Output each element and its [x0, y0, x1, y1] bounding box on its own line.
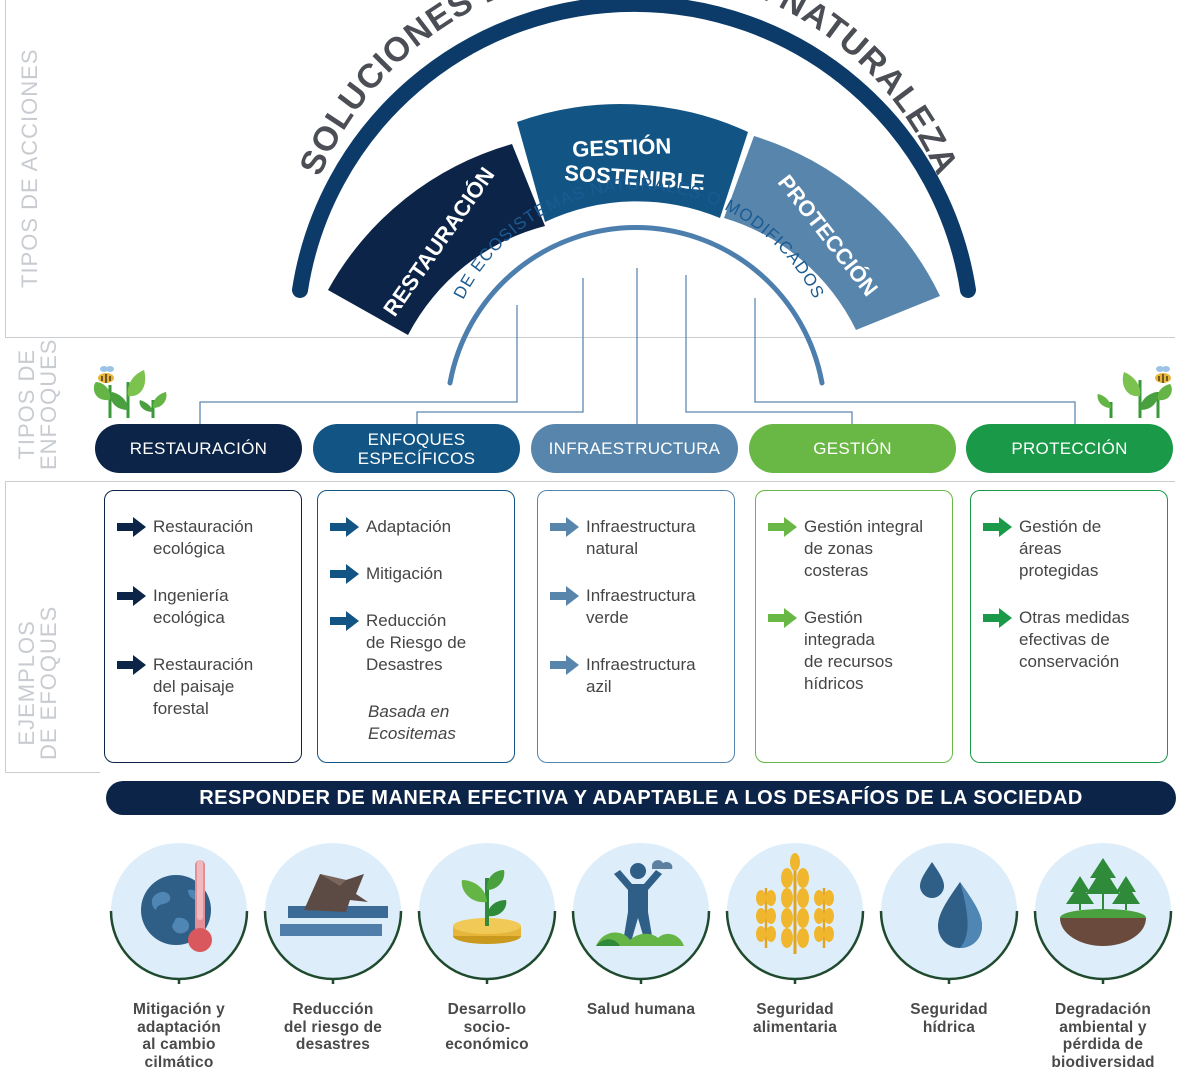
examples-box-infraestructura: Infraestructura natural Infraestructura …	[537, 490, 735, 763]
arrow-right-icon	[550, 655, 579, 675]
arrow-right-icon	[768, 517, 797, 537]
separator-approaches	[5, 481, 1175, 482]
challenge-health: Salud humana	[568, 838, 714, 1078]
person-icon	[571, 843, 711, 984]
example-text: Restauración del paisaje forestal	[153, 655, 254, 718]
challenge-climate: Mitigación y adaptación al cambio cilmát…	[106, 838, 252, 1078]
arrow-right-icon	[117, 655, 146, 675]
globe-thermometer-icon	[109, 843, 249, 984]
plant-bee-right-icon	[1097, 366, 1172, 418]
examples-box-enfoques-especificos: Adaptación Mitigación Reducción de Riesg…	[317, 490, 515, 763]
example-text: Infraestructura natural	[586, 517, 696, 558]
actions-bracket	[5, 0, 6, 338]
example-text: Mitigación	[366, 564, 443, 583]
side-label-examples: EJEMPLOS DE EFOQUES	[14, 605, 61, 760]
example-text: Gestión integral de zonas costeras	[804, 517, 924, 580]
disaster-icon	[263, 843, 403, 984]
example-item: Infraestructura verde	[550, 585, 696, 629]
banner-text: RESPONDER DE MANERA EFECTIVA Y ADAPTABLE…	[199, 786, 1083, 809]
challenge-socioeconomic: Desarrollo socio- económico	[414, 838, 560, 1078]
example-text: Otras medidas efectivas de conservación	[1019, 608, 1130, 671]
arrow-right-icon	[117, 586, 146, 606]
category-label: RESTAURACIÓN	[129, 439, 268, 458]
arrow-right-icon	[550, 517, 579, 537]
example-item: Adaptación	[330, 516, 451, 538]
arrow-right-icon	[330, 611, 359, 631]
segment-proteccion	[724, 136, 940, 330]
challenge-food: Seguridad alimentaria	[722, 838, 868, 1078]
nbs-arc-diagram: SOLUCIONES BASADAS EN LA NATURALEZA REST…	[93, 0, 1172, 424]
example-item: Gestión de áreas protegidas	[983, 516, 1101, 582]
arrow-right-icon	[768, 608, 797, 628]
example-item: Infraestructura azil	[550, 654, 696, 698]
arrow-right-icon	[983, 517, 1012, 537]
arrow-right-icon	[330, 517, 359, 537]
example-item: Gestión integrada de recursos hídricos	[768, 607, 893, 695]
example-item: Ingeniería ecológica	[117, 585, 229, 629]
segment-gestion-sostenible	[517, 103, 748, 222]
example-text: Ingeniería ecológica	[153, 586, 229, 627]
category-enfoques-especificos: ENFOQUES ESPECÍFICOS	[313, 424, 520, 473]
example-text: Restauración ecológica	[153, 517, 254, 558]
separator-examples	[5, 772, 100, 773]
segment-label-gestion: GESTIÓN	[572, 133, 672, 161]
category-label: GESTIÓN	[813, 439, 892, 458]
category-label: INFRAESTRUCTURA	[548, 439, 721, 458]
challenge-label: Reducción del riesgo de desastres	[283, 1001, 383, 1053]
example-text: Gestión de áreas protegidas	[1019, 517, 1102, 580]
segment-restauracion	[328, 144, 545, 335]
examples-box-proteccion: Gestión de áreas protegidas Otras medida…	[970, 490, 1168, 763]
example-text: Reducción de Riesgo de Desastres	[366, 611, 467, 674]
separator-actions	[5, 337, 1175, 338]
sprout-coins-icon	[417, 843, 557, 984]
category-proteccion: PROTECCIÓN	[966, 424, 1173, 473]
example-item: Reducción de Riesgo de Desastres	[330, 610, 466, 676]
side-label-examples-line2: DE EFOQUES	[36, 605, 61, 760]
society-challenges-banner: RESPONDER DE MANERA EFECTIVA Y ADAPTABLE…	[106, 781, 1176, 815]
category-label-line2: ESPECÍFICOS	[357, 448, 476, 468]
arrow-right-icon	[550, 586, 579, 606]
challenge-label: Seguridad hídrica	[910, 1001, 988, 1036]
arrow-right-icon	[983, 608, 1012, 628]
challenge-label: Mitigación y adaptación al cambio cilmát…	[133, 1001, 225, 1071]
challenge-label: Seguridad alimentaria	[752, 1001, 838, 1036]
plant-bee-left-icon	[93, 366, 167, 418]
example-text: Gestión integrada de recursos hídricos	[804, 608, 893, 693]
category-label: PROTECCIÓN	[1011, 439, 1128, 458]
example-text: Adaptación	[366, 517, 452, 536]
examples-box-gestion: Gestión integral de zonas costeras Gesti…	[755, 490, 953, 763]
example-item: Gestión integral de zonas costeras	[768, 516, 923, 582]
side-label-examples-line1: EJEMPLOS	[14, 620, 39, 746]
example-item: Mitigación	[330, 563, 443, 585]
challenge-label: Desarrollo socio- económico	[445, 1001, 529, 1053]
challenge-disasters: Reducción del riesgo de desastres	[260, 838, 406, 1078]
example-item: Restauración del paisaje forestal	[117, 654, 253, 720]
example-item: Otras medidas efectivas de conservación	[983, 607, 1130, 673]
examples-box-restauracion: Restauración ecológica Ingeniería ecológ…	[104, 490, 302, 763]
example-text: Infraestructura azil	[586, 655, 696, 696]
challenge-label: Degradación ambiental y pérdida de biodi…	[1051, 1001, 1155, 1071]
challenge-water: Seguridad hídrica	[876, 838, 1022, 1078]
example-item: Infraestructura natural	[550, 516, 696, 560]
inner-arc	[447, 225, 825, 386]
challenge-biodiversity: Degradación ambiental y pérdida de biodi…	[1030, 838, 1176, 1078]
example-note: Basada en Ecositemas	[368, 702, 456, 743]
arrow-right-icon	[117, 517, 146, 537]
challenge-label: Salud humana	[586, 1001, 696, 1018]
forest-soil-icon	[1033, 843, 1173, 984]
outer-arc	[292, 0, 976, 298]
water-drops-icon	[879, 843, 1019, 984]
example-text: Infraestructura verde	[586, 586, 696, 627]
category-label-line1: ENFOQUES	[367, 429, 466, 449]
category-restauracion: RESTAURACIÓN	[95, 424, 302, 473]
connector-lines	[199, 268, 1076, 424]
category-infraestructura: INFRAESTRUCTURA	[531, 424, 738, 473]
example-item: Restauración ecológica	[117, 516, 253, 560]
wheat-icon	[725, 843, 865, 984]
arrow-right-icon	[330, 564, 359, 584]
examples-bracket	[5, 481, 6, 773]
category-gestion: GESTIÓN	[749, 424, 956, 473]
